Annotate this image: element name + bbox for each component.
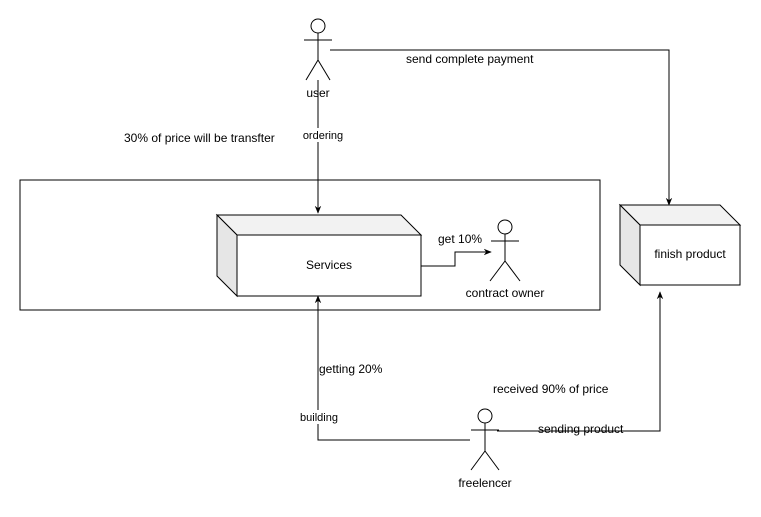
edge-label-sending-product: sending product [538,422,624,436]
annotation-received-90: received 90% of price [493,382,609,396]
edge-freelencer-to-finish-product [497,291,664,432]
edge-label-ordering: ordering [303,130,343,142]
edge-user-to-finish-product [330,49,673,206]
user-label: user [306,86,329,100]
user-actor-icon[interactable] [304,18,332,81]
edge-label-get-10: get 10% [438,232,482,246]
services-label: Services [306,258,352,272]
freelencer-actor-icon[interactable] [470,408,500,471]
annotation-price-transfer: 30% of price will be transfter [124,131,275,145]
annotation-getting-20: getting 20% [319,362,383,376]
finish-product-label: finish product [654,247,726,261]
services-node[interactable]: Services [215,213,423,298]
contract-owner-actor-icon[interactable] [489,219,521,282]
finish-product-node[interactable]: finish product [618,203,742,287]
freelencer-label: freelencer [458,476,511,490]
contract-owner-label: contract owner [466,286,545,300]
edge-freelencer-to-services [314,295,470,441]
services-container [19,179,601,311]
edge-services-to-contract-owner [421,248,492,267]
edge-label-building: building [300,412,338,424]
edge-label-send-complete-payment: send complete payment [406,52,534,66]
